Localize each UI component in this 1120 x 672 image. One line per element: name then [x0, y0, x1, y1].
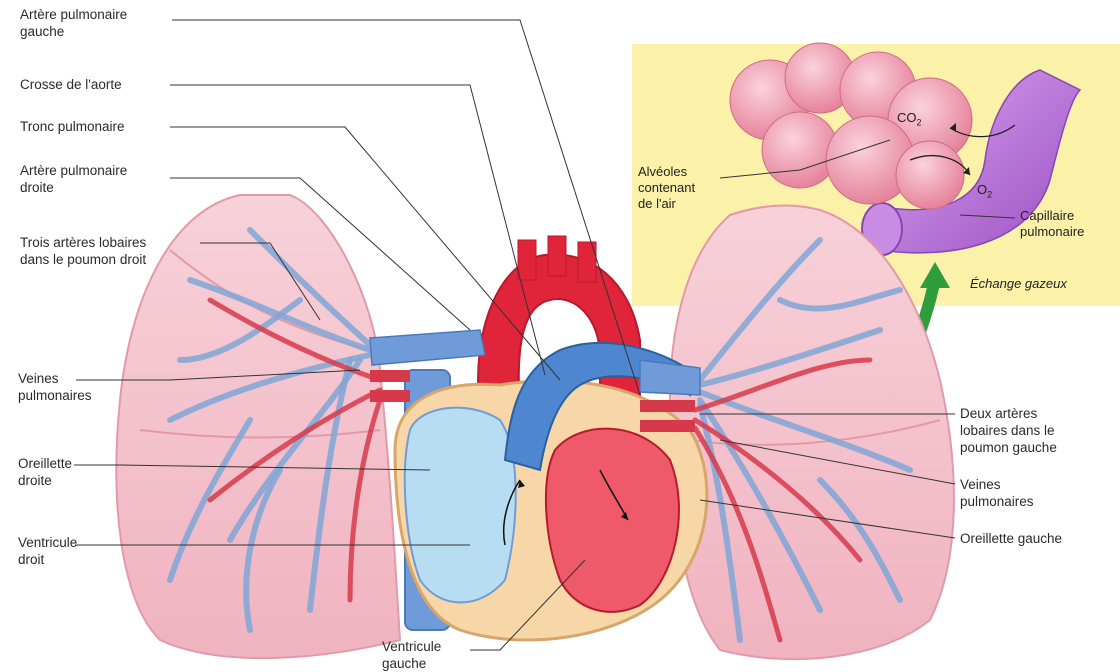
label-echange-gazeux: Échange gazeux	[970, 276, 1067, 291]
label-trois-arteres-lobaires: Trois artères lobaires dans le poumon dr…	[20, 234, 146, 268]
right-lung-drawing	[116, 195, 400, 658]
label-alveoles: Alvéoles contenant de l'air	[638, 164, 695, 212]
label-ventricule-gauche: Ventricule gauche	[382, 638, 441, 672]
label-co2: CO2	[897, 110, 922, 128]
label-o2: O2	[977, 182, 992, 200]
label-artere-pulmonaire-droite: Artère pulmonaire droite	[20, 162, 127, 196]
label-ventricule-droit: Ventricule droit	[18, 534, 77, 568]
label-oreillette-gauche: Oreillette gauche	[960, 530, 1062, 547]
label-deux-arteres-lobaires: Deux artères lobaires dans le poumon gau…	[960, 405, 1057, 456]
label-oreillette-droite: Oreillette droite	[18, 455, 72, 489]
label-capillaire: Capillaire pulmonaire	[1020, 208, 1084, 240]
label-crosse-aorte: Crosse de l'aorte	[20, 76, 122, 93]
label-artere-pulmonaire-gauche: Artère pulmonaire gauche	[20, 6, 127, 40]
label-veines-pulmonaires-right: Veines pulmonaires	[960, 476, 1034, 510]
label-tronc-pulmonaire: Tronc pulmonaire	[20, 118, 125, 135]
label-veines-pulmonaires-left: Veines pulmonaires	[18, 370, 92, 404]
